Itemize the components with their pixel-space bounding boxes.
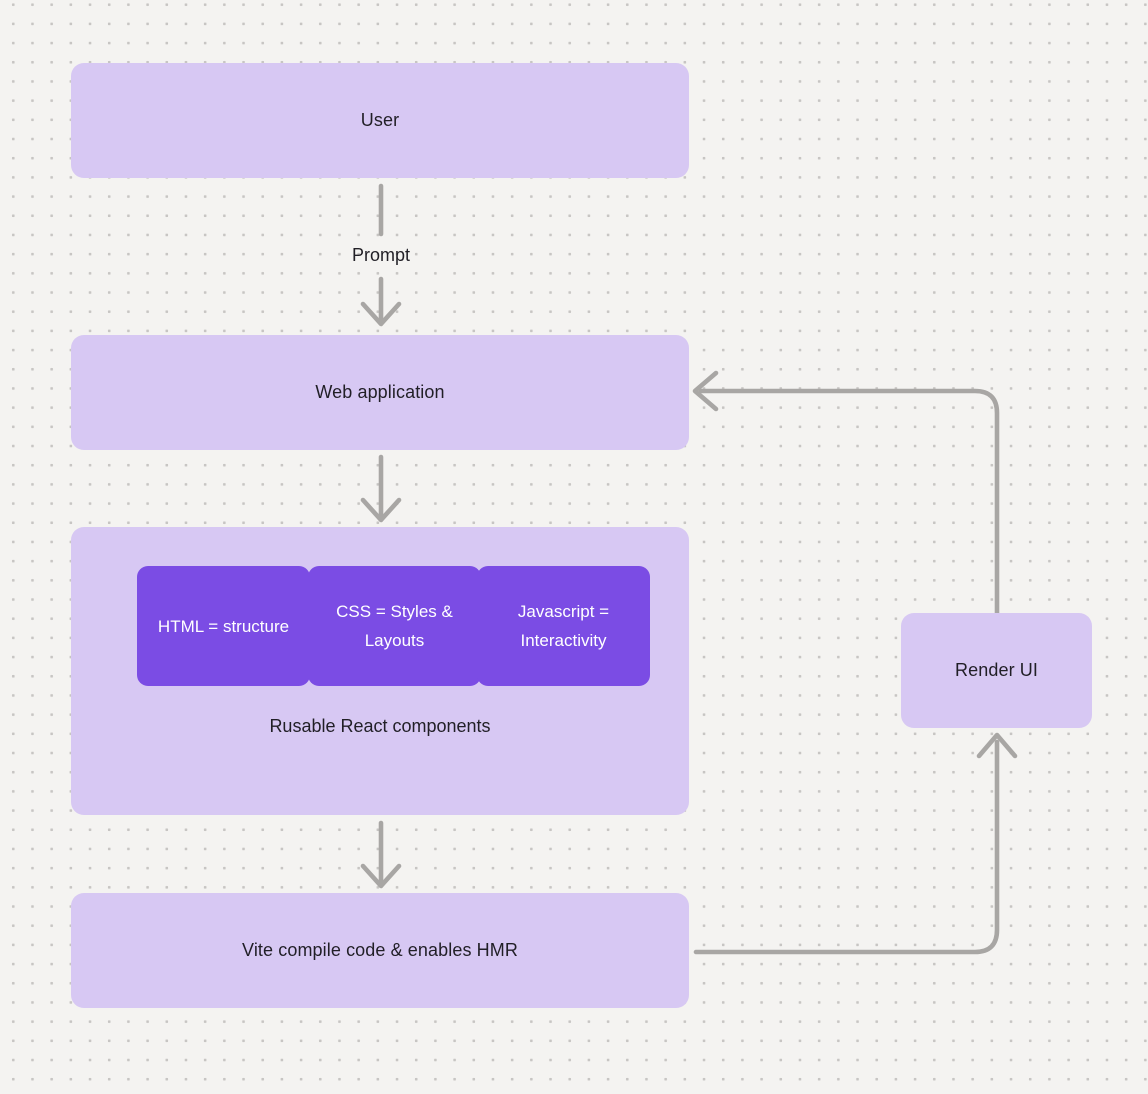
node-components-group: HTML = structure CSS = Styles & Layouts … xyxy=(71,527,689,815)
node-render-ui: Render UI xyxy=(901,613,1092,728)
node-html: HTML = structure xyxy=(137,566,310,686)
arrow-webapp-to-group xyxy=(360,454,402,523)
node-user-label: User xyxy=(360,110,400,130)
components-group-caption: Rusable React components xyxy=(269,716,491,736)
node-web-application-label: Web application xyxy=(315,382,445,402)
node-css: CSS = Styles & Layouts xyxy=(308,566,481,686)
node-user: User xyxy=(71,63,689,178)
node-css-label: CSS = Styles & Layouts xyxy=(336,602,453,650)
edge-label-prompt: Prompt xyxy=(351,245,411,265)
node-vite: Vite compile code & enables HMR xyxy=(71,893,689,1008)
node-javascript: Javascript = Interactivity xyxy=(477,566,650,686)
arrow-left-icon xyxy=(692,370,719,412)
arrow-group-to-vite xyxy=(360,820,402,889)
node-vite-label: Vite compile code & enables HMR xyxy=(242,940,518,960)
arrow-down-icon xyxy=(360,301,402,327)
node-html-label: HTML = structure xyxy=(157,616,290,636)
arrow-down-icon xyxy=(360,863,402,889)
node-javascript-label: Javascript = Interactivity xyxy=(517,602,610,650)
arrow-render-to-webapp xyxy=(692,370,1000,616)
node-web-application: Web application xyxy=(71,335,689,450)
arrow-up-icon xyxy=(976,732,1018,759)
arrow-down-icon xyxy=(360,497,402,523)
arrow-vite-to-render xyxy=(693,732,1018,955)
node-render-ui-label: Render UI xyxy=(955,660,1038,680)
